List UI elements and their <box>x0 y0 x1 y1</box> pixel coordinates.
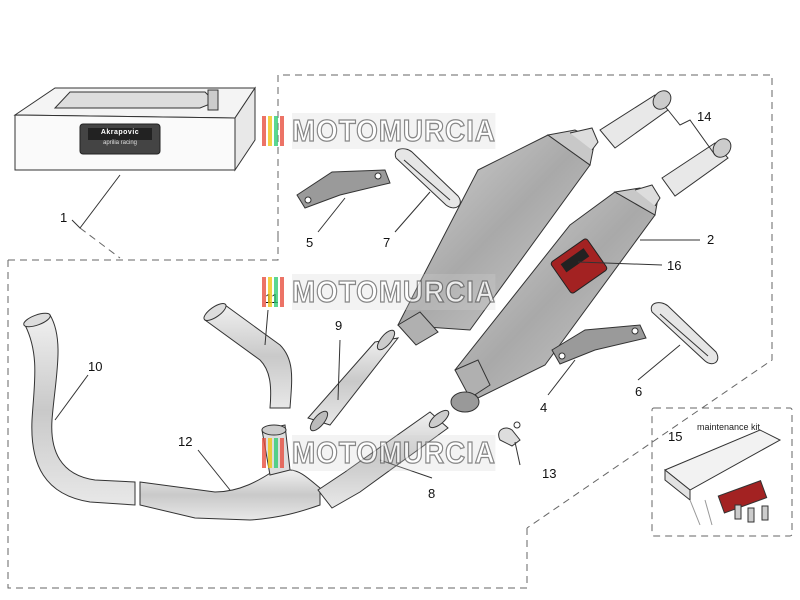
leader-8 <box>379 459 433 479</box>
part-number-8: 8 <box>428 486 436 501</box>
leader-4 <box>547 359 576 396</box>
watermark-flag-icon <box>262 277 286 307</box>
watermark-bottom: MOTOMURCIA <box>262 434 532 471</box>
leader-13 <box>514 441 521 466</box>
watermark-text: MOTOMURCIA <box>291 273 496 310</box>
clamp-7 <box>394 148 461 209</box>
box-logo-subtext: aprilia racing <box>102 140 138 146</box>
part-number-14: 14 <box>697 109 712 124</box>
part-number-7: 7 <box>383 235 391 250</box>
part-number-1: 1 <box>60 210 68 225</box>
maintenance-kit-contents <box>664 429 782 526</box>
link-pipe-9 <box>307 329 400 432</box>
watermark-top: MOTOMURCIA <box>262 112 532 149</box>
leader-7 <box>394 191 431 233</box>
part-number-12: 12 <box>178 434 193 449</box>
spring-clamp-13 <box>498 421 521 447</box>
part-number-13: 13 <box>542 466 557 481</box>
pipe-11 <box>203 302 293 409</box>
lower-left-outline <box>7 260 528 589</box>
part-number-15: 15 <box>668 429 683 444</box>
bracket-4 <box>551 324 647 365</box>
maintenance-kit-label: maintenance kit <box>697 422 761 432</box>
lower-group-outline <box>8 238 279 261</box>
leader-11 <box>264 309 269 346</box>
watermark-flag-icon <box>262 116 286 146</box>
leader-1-dash <box>79 227 121 259</box>
muffler-lower <box>450 184 661 413</box>
part-number-2: 2 <box>707 232 715 247</box>
leader-lines <box>54 109 716 491</box>
bracket-5 <box>296 169 391 209</box>
kit-box <box>13 86 256 172</box>
leader-9 <box>337 339 341 401</box>
watermark-text: MOTOMURCIA <box>291 434 496 471</box>
box-logo-text: Akrapovic <box>100 129 140 136</box>
leader-14 <box>667 109 716 156</box>
part-number-16: 16 <box>667 258 682 273</box>
leader-5 <box>317 197 346 233</box>
leader-10 <box>54 374 89 421</box>
watermark-flag-icon <box>262 438 286 468</box>
clamp-6 <box>650 302 719 365</box>
end-caps-14 <box>599 90 732 197</box>
leader-12 <box>197 449 231 491</box>
part-number-6: 6 <box>635 384 643 399</box>
leader-16 <box>577 261 663 266</box>
part-number-4: 4 <box>540 400 548 415</box>
muffler-upper <box>397 127 599 346</box>
watermark-text: MOTOMURCIA <box>291 112 496 149</box>
leader-6 <box>637 344 681 381</box>
part-number-9: 9 <box>335 318 343 333</box>
upper-group-outline <box>277 74 773 529</box>
dashed-group-outlines <box>7 74 793 589</box>
header-10 <box>23 312 136 506</box>
watermark-middle: MOTOMURCIA <box>262 273 532 310</box>
leader-1 <box>71 174 121 229</box>
part-number-10: 10 <box>88 359 103 374</box>
part-number-5: 5 <box>306 235 314 250</box>
mid-pipe-8 <box>317 409 450 509</box>
box-logo: Akrapovic aprilia racing <box>86 129 154 146</box>
